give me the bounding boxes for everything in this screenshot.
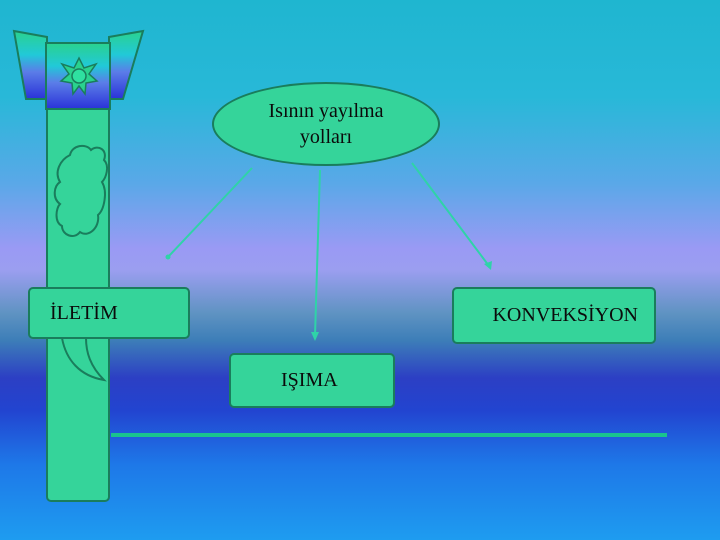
branch-iletim-label: İLETİM bbox=[50, 301, 118, 324]
title-line-1: Isının yayılma bbox=[268, 100, 384, 122]
branch-konveksiyon-label: KONVEKSİYON bbox=[492, 304, 638, 326]
sun-icon bbox=[59, 56, 99, 97]
horn-icon bbox=[60, 337, 107, 382]
branch-isima: IŞIMA bbox=[229, 353, 395, 408]
connector-center bbox=[314, 169, 321, 337]
cloud-icon bbox=[53, 144, 109, 237]
branch-iletim: İLETİM bbox=[28, 287, 190, 339]
branch-konveksiyon: KONVEKSİYON bbox=[452, 287, 656, 344]
connector-left bbox=[167, 167, 253, 258]
connector-right bbox=[411, 162, 490, 267]
topic-title-ellipse: Isının yayılma yolları bbox=[212, 82, 440, 166]
title-line-2: yolları bbox=[299, 126, 353, 148]
branch-isima-label: IŞIMA bbox=[281, 369, 338, 391]
decorative-pillar bbox=[46, 54, 110, 502]
